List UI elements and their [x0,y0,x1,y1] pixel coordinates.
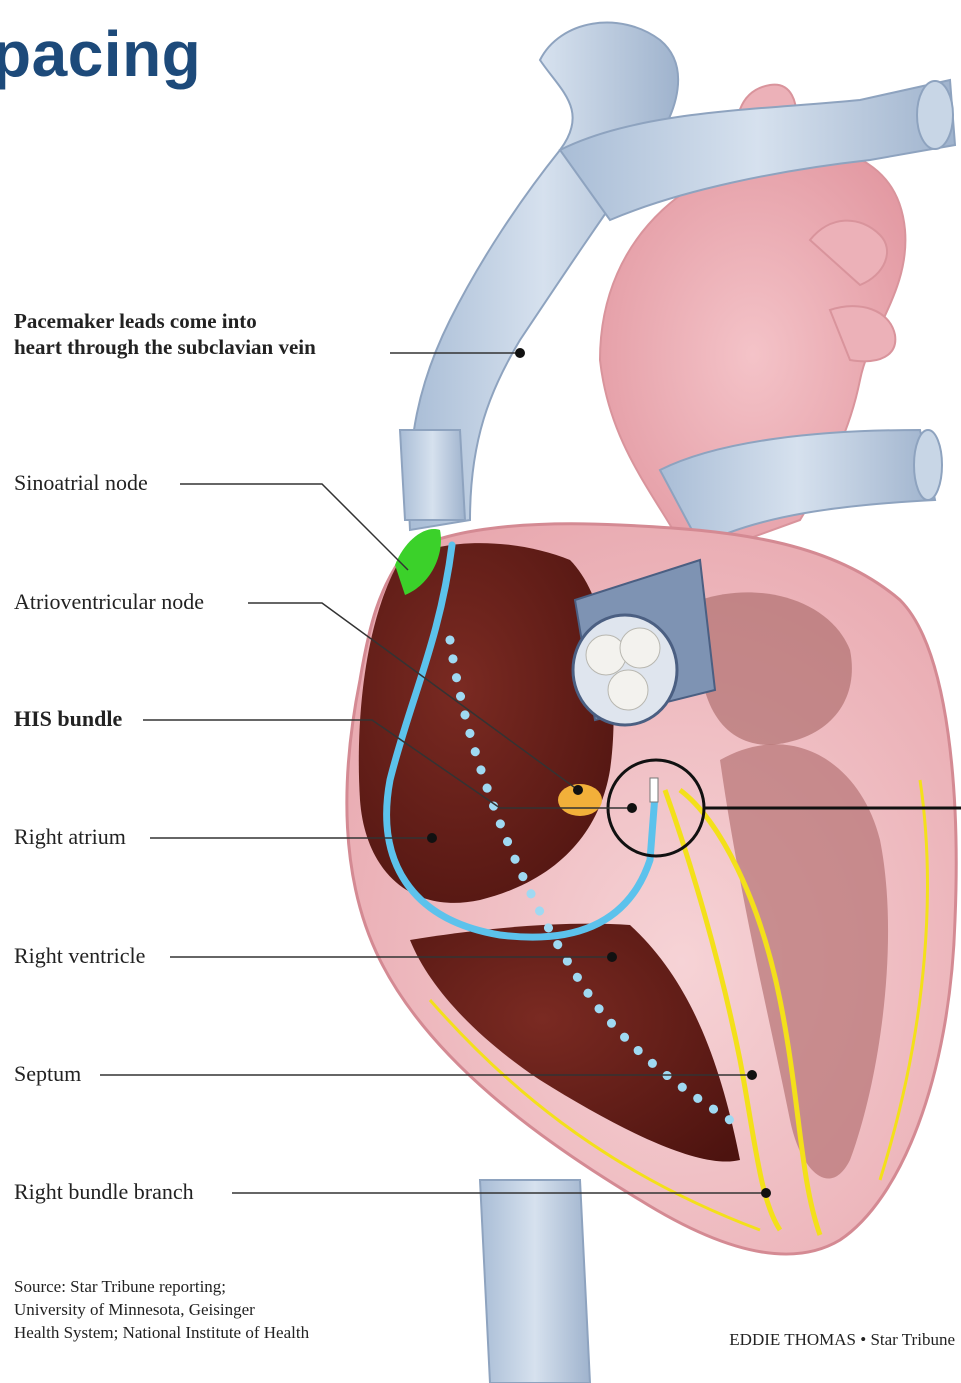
source-line-3: Health System; National Institute of Hea… [14,1322,434,1345]
credit-line: EDDIE THOMAS • Star Tribune [729,1330,955,1350]
source-line-2: University of Minnesota, Geisinger [14,1299,434,1322]
inferior-vena-cava [480,1180,590,1383]
label-atrioventricular-node: Atrioventricular node [14,588,204,616]
source-note: Source: Star Tribune reporting; Universi… [14,1276,434,1345]
label-sinoatrial-node: Sinoatrial node [14,469,148,497]
label-right-atrium: Right atrium [14,823,126,851]
label-septum: Septum [14,1060,81,1088]
vena-cava-stub [400,430,465,520]
label-his-bundle: HIS bundle [14,705,122,733]
label-subclavian-line2: heart through the subclavian vein [14,335,316,359]
leader-sinoatrial [180,484,408,570]
label-subclavian: Pacemaker leads come into heart through … [14,308,316,361]
page-title: pacing [0,22,201,86]
subclavian-vein-opening [917,81,953,149]
source-line-1: Source: Star Tribune reporting; [14,1276,434,1299]
pulmonary-vein-opening [914,430,942,500]
label-right-bundle-branch: Right bundle branch [14,1178,194,1206]
label-right-ventricle: Right ventricle [14,942,145,970]
label-subclavian-line1: Pacemaker leads come into [14,309,257,333]
